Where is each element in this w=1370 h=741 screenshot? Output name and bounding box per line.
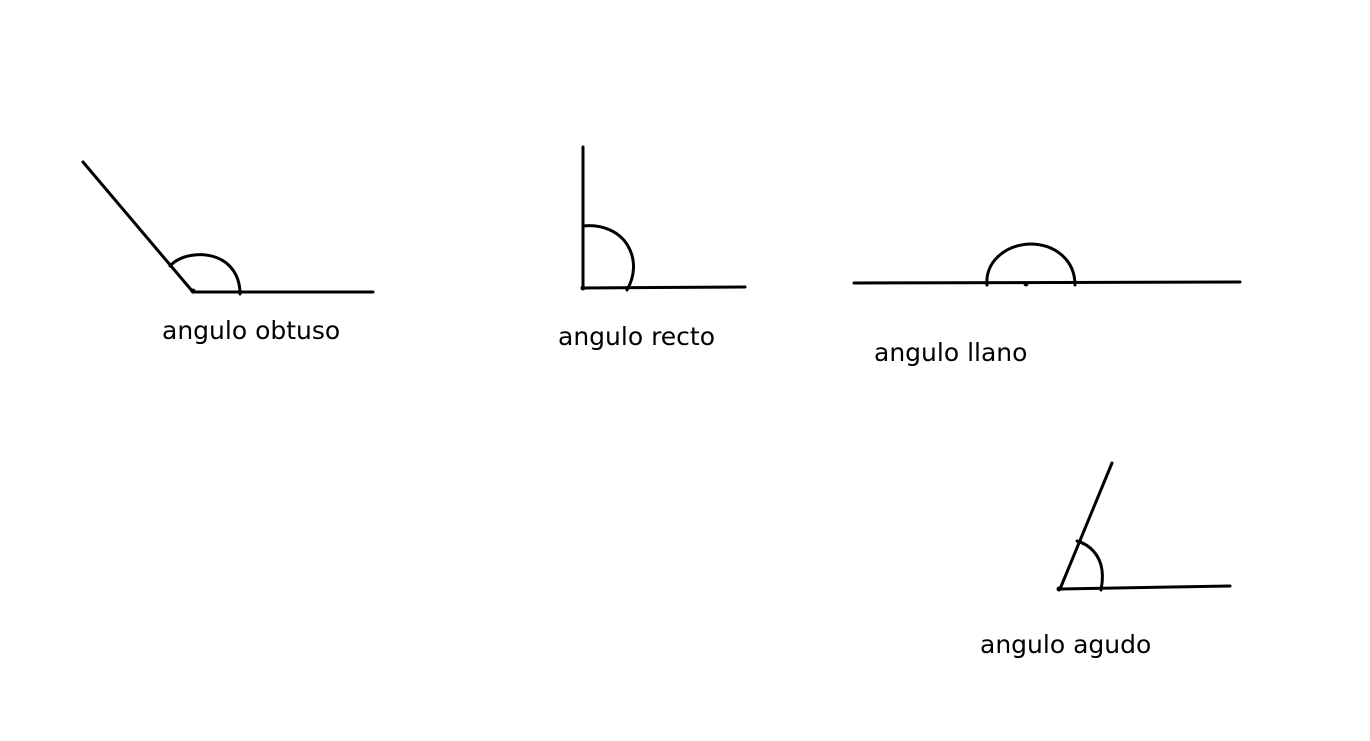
right-angle-arc	[581, 224, 635, 292]
label-angulo-agudo: angulo agudo	[980, 630, 1152, 659]
acute-angle	[1056, 461, 1232, 592]
straight-angle-line	[852, 280, 1242, 285]
right-angle	[580, 145, 747, 292]
obtuse-angle-vertex	[190, 288, 196, 294]
label-angulo-obtuso: angulo obtuso	[162, 316, 341, 345]
right-angle-ray-base	[581, 285, 747, 290]
straight-angle	[852, 242, 1242, 287]
straight-angle-vertex	[1023, 281, 1029, 287]
label-angulo-recto: angulo recto	[558, 322, 716, 351]
acute-angle-arc	[1075, 539, 1104, 592]
straight-angle-arc	[985, 242, 1077, 287]
obtuse-angle-ray-upper	[81, 160, 195, 294]
label-angulo-llano: angulo llano	[874, 338, 1028, 367]
acute-angle-ray-base	[1058, 584, 1232, 591]
acute-angle-ray-upper	[1058, 461, 1114, 591]
obtuse-angle-arc	[168, 253, 242, 296]
right-angle-vertex	[580, 285, 586, 291]
obtuse-angle	[81, 160, 375, 296]
acute-angle-vertex	[1056, 586, 1062, 592]
